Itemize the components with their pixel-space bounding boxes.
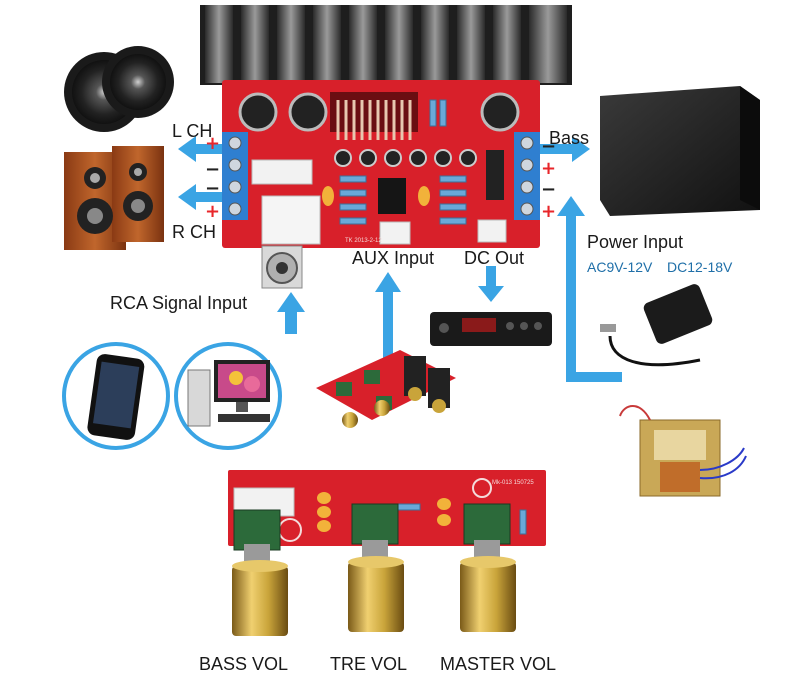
bass-output-label: Bass (549, 128, 590, 148)
tre-vol-label: TRE VOL (330, 654, 408, 674)
left-terminal-sign-2: − (205, 159, 221, 180)
flow-arrows (178, 136, 622, 382)
power-spec-dc: DC12-18V (667, 259, 733, 275)
desktop-computer-icon (174, 342, 282, 450)
rca-jack (261, 245, 303, 289)
aux-input-label: AUX Input (352, 248, 435, 268)
main-amplifier-board (222, 80, 540, 248)
right-channel-label: R CH (172, 222, 216, 242)
volume-control-board (228, 470, 546, 564)
control-board-silkscreen: Mk-013 150725 (492, 480, 534, 486)
master-vol-knob[interactable] (460, 556, 516, 632)
right-terminal-sign-2: + (541, 158, 557, 179)
power-input-label: Power Input (587, 232, 684, 252)
subwoofer-icon (600, 86, 760, 216)
master-vol-label: MASTER VOL (440, 654, 557, 674)
smartphone-icon (62, 342, 170, 450)
bass-vol-knob[interactable] (232, 560, 288, 636)
heatsink (200, 5, 572, 85)
bookshelf-speakers-icon (64, 146, 164, 250)
mp3-decoder-module (430, 312, 552, 346)
preamp-tone-board (316, 350, 456, 428)
right-terminal-sign-3: − (541, 179, 557, 200)
rca-input-label: RCA Signal Input (110, 293, 248, 313)
right-terminal-sign-4: + (541, 201, 557, 222)
tre-vol-knob[interactable] (348, 556, 404, 632)
dc-out-label: DC Out (464, 248, 525, 268)
right-terminal-sign-1: − (541, 136, 557, 157)
bass-vol-label: BASS VOL (199, 654, 289, 674)
left-channel-label: L CH (172, 121, 213, 141)
left-terminal-sign-4: + (205, 201, 221, 222)
bass-power-terminals (514, 132, 540, 220)
left-speaker-terminals (222, 132, 248, 220)
left-terminal-sign-1: + (205, 133, 221, 154)
transformer-icon (619, 405, 747, 497)
main-board-silkscreen: TK 2013-2-12 (345, 238, 382, 244)
power-adapter-icon (600, 284, 713, 367)
speaker-driver-icon (64, 46, 174, 132)
power-spec-ac: AC9V-12V (587, 259, 653, 275)
left-terminal-sign-3: − (205, 178, 221, 199)
